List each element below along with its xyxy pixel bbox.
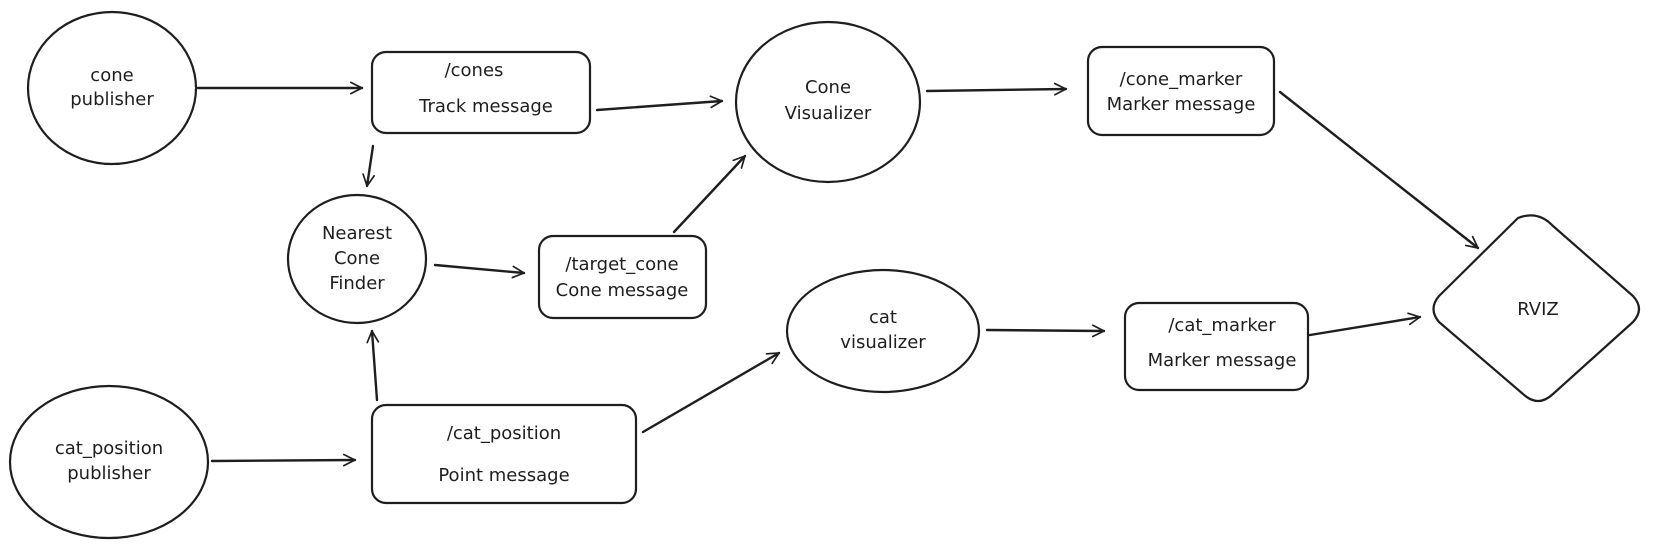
edge-target-cone-to-cone-visualizer	[672, 154, 747, 234]
node-cone-marker-topic-line2: Marker message	[1107, 94, 1256, 115]
edge-cone-visualizer-to-cone-marker	[925, 82, 1068, 96]
node-target-cone-topic-line1: /target_cone	[565, 254, 678, 275]
edge-cones-to-cone-visualizer	[595, 95, 724, 112]
edges	[196, 81, 1480, 467]
edge-cone-marker-to-rviz	[1278, 90, 1480, 250]
node-cone-publisher-line1: cone	[90, 65, 133, 86]
node-target-cone-topic-shape	[537, 234, 708, 320]
node-cat-marker-topic-line1: /cat_marker	[1168, 315, 1276, 336]
node-cones-topic-line2: Track message	[418, 96, 553, 117]
node-cat-marker-topic-shape	[1123, 301, 1310, 392]
node-cone-marker-topic-shape	[1086, 45, 1276, 137]
node-nearest-cone-finder-shape	[286, 193, 428, 325]
node-nearest-cone-finder-line1: Nearest	[322, 223, 392, 244]
edge-nearest-cone-finder-to-target-cone	[433, 263, 526, 279]
node-cone-publisher-shape	[26, 10, 198, 166]
node-target-cone-topic-line2: Cone message	[556, 280, 689, 301]
node-cat-visualizer[interactable]: cat visualizer	[785, 268, 981, 394]
edge-cat-marker-to-rviz	[1308, 312, 1422, 337]
node-nearest-cone-finder-line2: Cone	[334, 248, 380, 269]
node-rviz-shape	[1432, 214, 1641, 403]
edge-cat-position-to-nearest-cone-finder	[366, 329, 380, 402]
node-cones-topic-shape	[370, 50, 592, 135]
node-cat-position-publisher-line1: cat_position	[55, 438, 163, 459]
node-nearest-cone-finder-line3: Finder	[329, 273, 385, 294]
node-rviz[interactable]: RVIZ	[1432, 214, 1641, 403]
node-cat-position-topic-line2: Point message	[438, 465, 569, 486]
node-target-cone-topic[interactable]: /target_cone Cone message	[537, 234, 708, 320]
node-cat-position-publisher-line2: publisher	[67, 463, 151, 484]
node-cones-topic-line1: /cones	[445, 60, 504, 81]
node-cone-publisher[interactable]: cone publisher	[26, 10, 198, 166]
edge-cat-visualizer-to-cat-marker	[985, 324, 1106, 338]
node-cat-position-topic[interactable]: /cat_position Point message	[370, 403, 638, 505]
node-cat-position-topic-shape	[370, 403, 638, 505]
edge-cat-position-to-cat-visualizer	[641, 351, 781, 434]
node-cat-visualizer-shape	[785, 268, 981, 394]
edge-cones-to-nearest-cone-finder	[362, 144, 376, 188]
node-cone-publisher-line2: publisher	[70, 89, 154, 110]
node-cat-marker-topic-line2: Marker message	[1148, 350, 1297, 371]
node-nearest-cone-finder[interactable]: Nearest Cone Finder	[286, 193, 428, 325]
node-cat-marker-topic[interactable]: /cat_marker Marker message	[1123, 301, 1310, 392]
node-cone-visualizer-shape	[734, 20, 922, 184]
node-cone-visualizer-line2: Visualizer	[785, 103, 872, 124]
node-cones-topic[interactable]: /cones Track message	[370, 50, 592, 135]
node-cat-position-publisher[interactable]: cat_position publisher	[8, 384, 210, 540]
node-cone-visualizer-line1: Cone	[805, 77, 851, 98]
node-cone-marker-topic-line1: /cone_marker	[1120, 69, 1243, 90]
node-cat-position-publisher-shape	[8, 384, 210, 540]
edge-cat-position-publisher-to-cat-position	[210, 453, 357, 467]
node-cat-visualizer-line1: cat	[869, 307, 897, 328]
node-cone-visualizer[interactable]: Cone Visualizer	[734, 20, 922, 184]
node-cat-position-topic-line1: /cat_position	[447, 423, 561, 444]
node-cone-marker-topic[interactable]: /cone_marker Marker message	[1086, 45, 1276, 137]
node-rviz-line1: RVIZ	[1517, 299, 1558, 320]
node-cat-visualizer-line2: visualizer	[840, 332, 926, 353]
